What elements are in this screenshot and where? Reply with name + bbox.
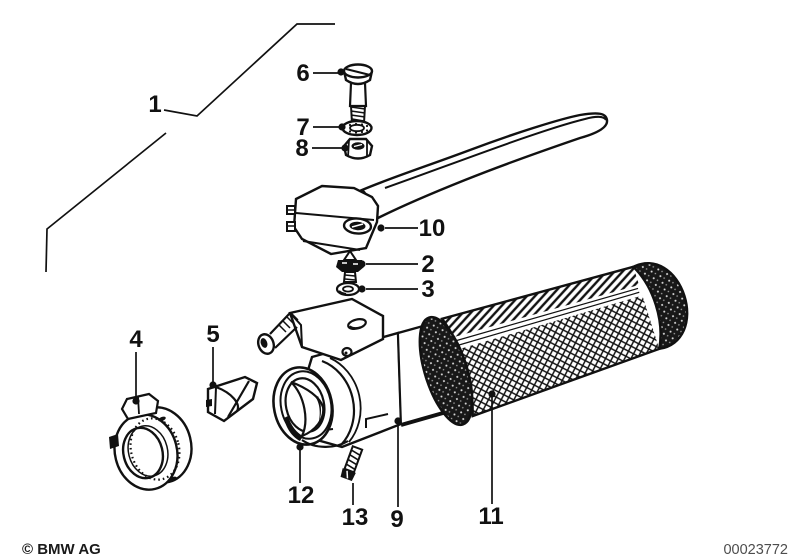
callout-label[interactable]: 10 [419, 215, 446, 242]
leader-line [163, 23, 335, 117]
friction-wedge-drawing [206, 375, 259, 423]
callout-label[interactable]: 6 [296, 60, 309, 87]
adjuster-screw-drawing [336, 249, 364, 283]
flat-washer-drawing [335, 281, 361, 297]
callout-2[interactable]: 2 [358, 251, 435, 278]
leader-dot [341, 144, 349, 152]
leader-dot [338, 123, 346, 131]
pivot-bolt-drawing [342, 63, 374, 124]
copyright-label: © BMW AG [22, 541, 101, 558]
callout-5[interactable]: 5 [206, 321, 220, 389]
leader-dot [132, 397, 140, 405]
callout-12[interactable]: 12 [288, 443, 315, 509]
callout-7[interactable]: 7 [296, 114, 346, 141]
leader-dot [377, 224, 385, 232]
callout-4[interactable]: 4 [129, 326, 143, 405]
callout-10[interactable]: 10 [377, 215, 445, 242]
leader-dot [358, 285, 366, 293]
callout-13[interactable]: 13 [342, 483, 369, 531]
callout-label[interactable]: 3 [421, 276, 434, 303]
leader-dot [394, 417, 402, 425]
leader-line [45, 132, 167, 273]
callout-label[interactable]: 5 [206, 321, 219, 348]
callout-label[interactable]: 4 [129, 326, 143, 353]
leader-dot [209, 381, 217, 389]
callout-label[interactable]: 13 [342, 504, 369, 531]
handle-grip-drawing [418, 254, 689, 427]
callout-11[interactable]: 11 [478, 390, 504, 530]
clamp-ring-drawing [109, 392, 193, 491]
diagram-id-label: 00023772 [723, 542, 788, 558]
callout-9[interactable]: 9 [390, 417, 404, 533]
callout-label[interactable]: 11 [478, 503, 503, 530]
callout-label[interactable]: 8 [295, 135, 308, 162]
lock-washer-drawing [341, 119, 373, 137]
callout-6[interactable]: 6 [296, 60, 345, 87]
callout-label[interactable]: 7 [296, 114, 309, 141]
callout-3[interactable]: 3 [358, 276, 435, 303]
leader-dot [358, 260, 366, 268]
hex-nut-drawing [342, 137, 374, 160]
leader-dot [296, 443, 304, 451]
leader-dot [337, 68, 345, 76]
callout-label[interactable]: 2 [421, 251, 434, 278]
throttle-housing-drawing [256, 297, 465, 449]
callout-label[interactable]: 9 [390, 506, 403, 533]
leader-dot [488, 390, 496, 398]
callout-label[interactable]: 1 [148, 91, 161, 118]
callout-1[interactable]: 1 [45, 23, 335, 273]
hand-lever-drawing [286, 112, 609, 256]
clamp-screw-drawing [340, 444, 364, 482]
callout-8[interactable]: 8 [295, 135, 349, 162]
callout-label[interactable]: 12 [288, 482, 315, 509]
